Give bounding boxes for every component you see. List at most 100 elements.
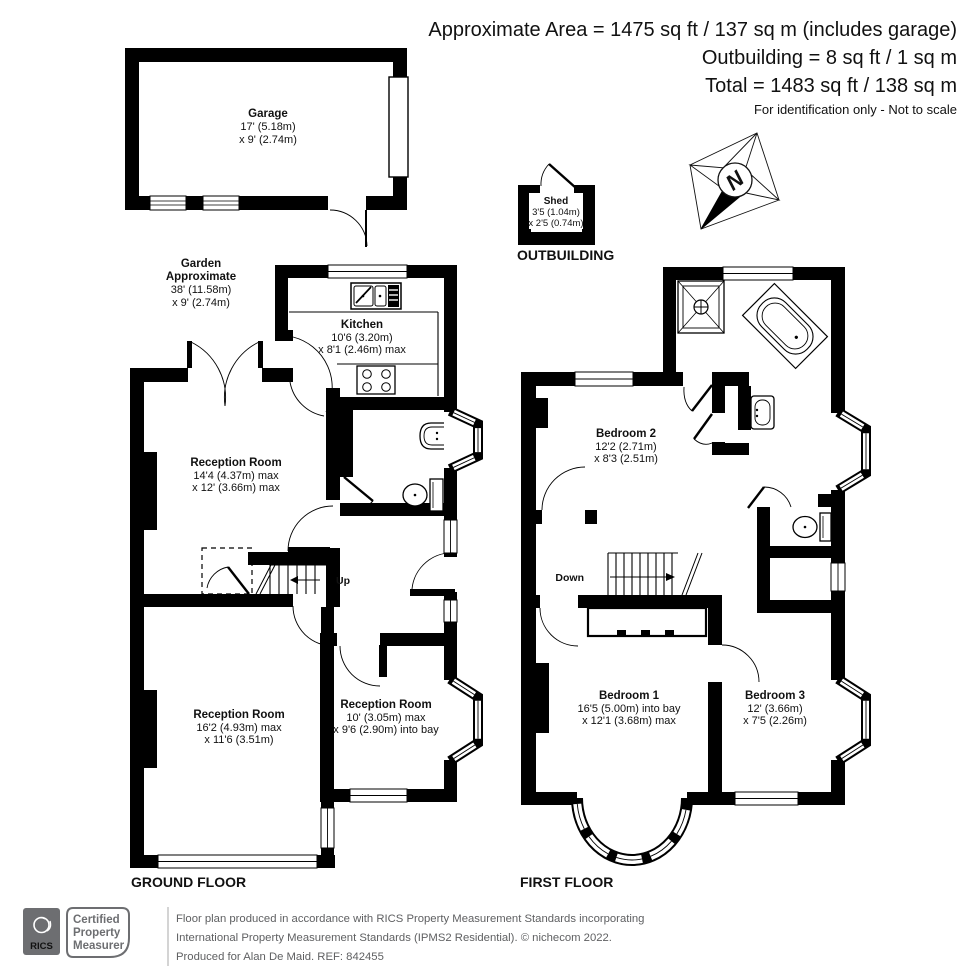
shed-room: Shed 3'5 (1.04m) x 2'5 (0.74m) OUTBUILDI…: [517, 163, 614, 263]
rics-logo: RICS: [23, 908, 60, 955]
reception1-door: [287, 505, 334, 558]
first-floor-doors: [539, 384, 792, 683]
svg-text:x 7'5 (2.26m): x 7'5 (2.26m): [743, 715, 807, 727]
curved-bay-window: [571, 797, 693, 866]
first-floor-plan: [521, 267, 845, 805]
garage-door: [388, 76, 409, 178]
svg-text:Certified: Certified: [73, 914, 120, 926]
down-label: Down: [555, 572, 584, 584]
footer-disclaimer: Floor plan produced in accordance with R…: [176, 913, 644, 963]
first-floor-labels: Bedroom 2 12'2 (2.71m) x 8'3 (2.51m) Bed…: [520, 428, 807, 890]
certified-property-measurer-badge: Certified Property Measurer: [66, 907, 130, 958]
svg-text:x 12'1 (3.68m) max: x 12'1 (3.68m) max: [582, 715, 676, 727]
svg-text:International Property Measure: International Property Measurement Stand…: [176, 932, 612, 944]
sink-icon: [350, 282, 402, 310]
kitchen-fixtures: [289, 282, 439, 396]
svg-text:38' (11.58m): 38' (11.58m): [171, 284, 232, 296]
first-floor-toilet-icon: [792, 512, 832, 542]
hall-door-arc: [289, 381, 325, 417]
storage-dashed-outline: [201, 547, 253, 595]
total-area-text: Total = 1483 sq ft / 138 sq m: [705, 75, 957, 97]
svg-text:x 8'1 (2.46m) max: x 8'1 (2.46m) max: [318, 344, 406, 356]
svg-text:x 9'6 (2.90m) into bay: x 9'6 (2.90m) into bay: [333, 724, 439, 736]
kitchen-label: Kitchen: [341, 319, 383, 331]
svg-text:Measurer: Measurer: [73, 940, 125, 952]
svg-text:10'6 (3.20m): 10'6 (3.20m): [331, 332, 392, 344]
bedroom2-closet-door: [693, 413, 713, 445]
identification-note: For identification only - Not to scale: [754, 102, 957, 117]
bedroom2-label: Bedroom 2: [596, 428, 656, 440]
reception2-door-arc: [292, 605, 334, 647]
first-floor-windows: [574, 266, 846, 806]
bedroom3-door-arc: [721, 644, 760, 683]
ground-floor-windows: [157, 264, 458, 869]
svg-text:Floor plan produced in accorda: Floor plan produced in accordance with R…: [176, 913, 644, 925]
svg-text:16'2 (4.93m) max: 16'2 (4.93m) max: [196, 722, 282, 734]
ground-wc-fixtures: [402, 422, 444, 512]
basin-icon: [419, 422, 444, 450]
ground-floor-plan: [130, 265, 457, 868]
svg-text:14'4 (4.37m) max: 14'4 (4.37m) max: [193, 470, 279, 482]
bath-icon: [741, 282, 829, 370]
svg-text:x 11'6 (3.51m): x 11'6 (3.51m): [204, 734, 273, 746]
svg-text:Approximate: Approximate: [166, 271, 236, 283]
stairs-up: Up: [201, 547, 350, 595]
down-arrow: [666, 573, 675, 581]
bathroom-door: [683, 384, 713, 412]
stairwell-void: [586, 606, 708, 638]
footer: RICS Certified Property Measurer Floor p…: [23, 907, 644, 966]
garage-window: [149, 195, 240, 211]
front-door: [410, 552, 456, 596]
reception1-label: Reception Room: [190, 457, 281, 469]
rics-wordmark: RICS: [30, 941, 53, 952]
svg-text:12'2 (2.71m): 12'2 (2.71m): [595, 441, 656, 453]
garage-label: Garage 17' (5.18m) x 9' (2.74m): [239, 108, 297, 146]
bedroom3-label: Bedroom 3: [745, 690, 805, 702]
svg-text:x 9' (2.74m): x 9' (2.74m): [172, 297, 230, 309]
svg-text:Property: Property: [73, 927, 121, 939]
reception3-label: Reception Room: [340, 699, 431, 711]
svg-text:3'5 (1.04m): 3'5 (1.04m): [532, 207, 580, 218]
understairs-door: [206, 566, 250, 595]
svg-text:x 12' (3.66m) max: x 12' (3.66m) max: [192, 482, 280, 494]
reception3-door: [339, 645, 387, 687]
approximate-area-text: Approximate Area = 1475 sq ft / 137 sq m…: [428, 19, 957, 41]
bedroom1-label: Bedroom 1: [599, 690, 660, 702]
ground-floor-bay-window: [447, 406, 483, 766]
svg-text:16'5 (5.00m) into bay: 16'5 (5.00m) into bay: [578, 703, 681, 715]
svg-text:10' (3.05m) max: 10' (3.05m) max: [346, 712, 426, 724]
up-label: Up: [336, 575, 350, 587]
up-arrow: [290, 576, 298, 584]
first-floor-title: FIRST FLOOR: [520, 874, 613, 890]
svg-text:Shed: Shed: [544, 196, 568, 207]
garage-room: Garage 17' (5.18m) x 9' (2.74m): [125, 48, 409, 247]
ground-floor-labels: Garden Approximate 38' (11.58m) x 9' (2.…: [131, 258, 439, 890]
stairs-down: Down: [555, 552, 708, 638]
svg-text:12' (3.66m): 12' (3.66m): [747, 703, 802, 715]
hob-icon: [356, 365, 396, 395]
ground-floor-title: GROUND FLOOR: [131, 874, 246, 890]
bedroom1-door-arc: [539, 607, 579, 647]
svg-text:Produced for Alan De Maid. R: Produced for Alan De Maid. REF: 842455: [176, 951, 384, 963]
svg-text:Garage: Garage: [248, 108, 288, 120]
toilet-icon: [402, 478, 444, 512]
shed-door: [540, 163, 577, 189]
first-floor-bay-window: [571, 407, 871, 866]
shed-label: Shed 3'5 (1.04m) x 2'5 (0.74m): [528, 196, 583, 229]
wc-door: [343, 476, 374, 510]
svg-text:x 8'3 (2.51m): x 8'3 (2.51m): [594, 453, 658, 465]
svg-text:x 9' (2.74m): x 9' (2.74m): [239, 134, 297, 146]
shower-icon: [677, 280, 725, 334]
reception2-label: Reception Room: [193, 709, 284, 721]
area-summary: Approximate Area = 1475 sq ft / 137 sq m…: [428, 19, 957, 117]
bathroom-basin-icon: [750, 395, 775, 430]
wc-landing-door: [747, 486, 792, 509]
svg-text:17' (5.18m): 17' (5.18m): [240, 121, 295, 133]
kitchen-door-arc: [292, 336, 333, 413]
bathroom-fixtures: [677, 280, 832, 542]
outbuilding-title: OUTBUILDING: [517, 247, 614, 263]
bedroom2-door-arc: [541, 466, 586, 511]
svg-text:x 2'5 (0.74m): x 2'5 (0.74m): [528, 218, 583, 229]
